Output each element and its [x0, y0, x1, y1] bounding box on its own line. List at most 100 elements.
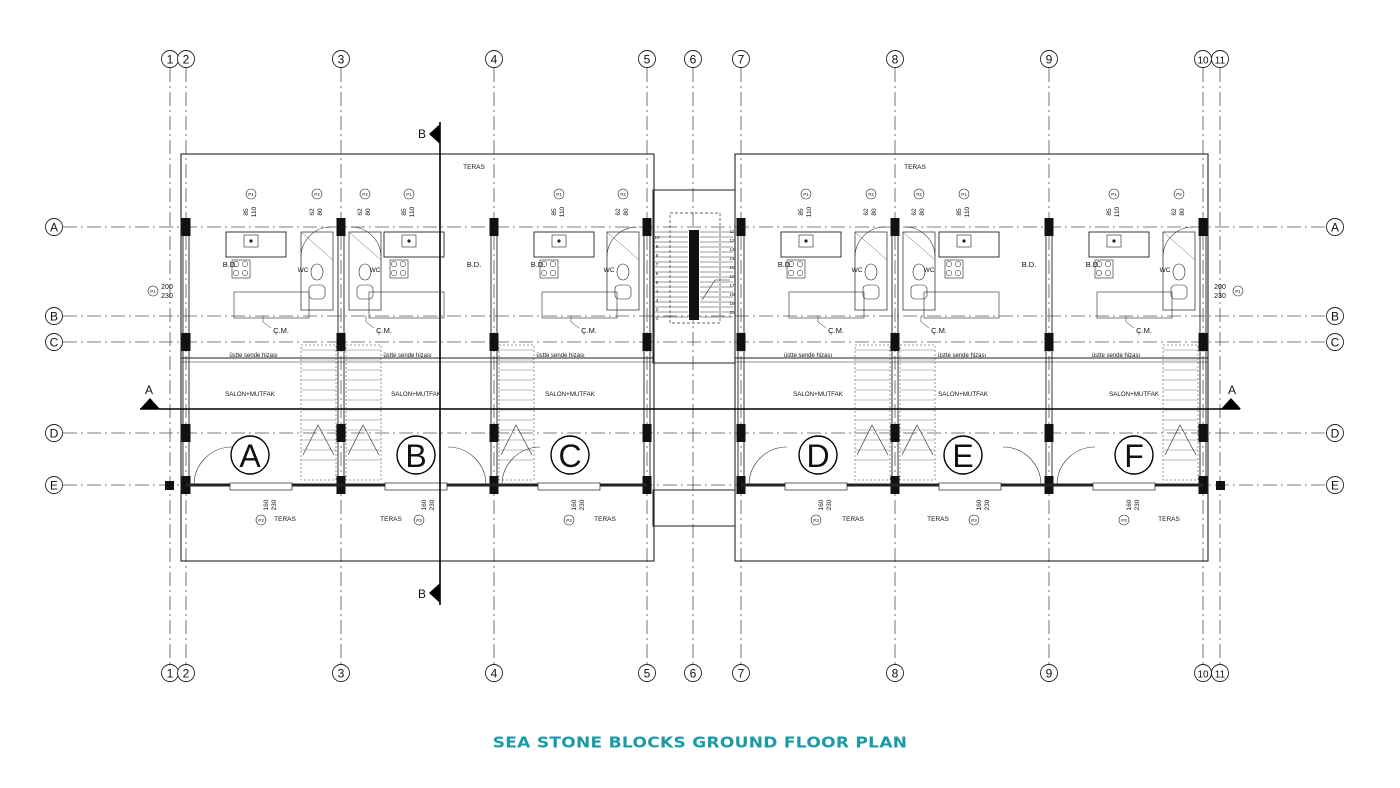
- unit-badge-F: [1114, 435, 1154, 475]
- front-width: 160: [421, 499, 428, 510]
- column-block: [642, 218, 652, 236]
- core-stair-number: 12: [729, 238, 735, 243]
- front-tag-label: P3: [416, 518, 422, 523]
- column-block: [736, 424, 746, 442]
- terrace-label: TERAS: [274, 516, 296, 523]
- window-width: 85: [551, 208, 558, 216]
- wc-room: [606, 231, 640, 311]
- wc-window-tag-label: P2: [620, 192, 626, 197]
- window-tag: [958, 188, 970, 200]
- section-arrow-left: [140, 398, 160, 409]
- bd-label: B.D.: [778, 260, 793, 269]
- column-block: [336, 218, 346, 236]
- burner: [390, 260, 398, 268]
- terrace-label: TERAS: [594, 516, 616, 523]
- drawing-caption: SEA STONE BLOCKS GROUND FLOOR PLAN: [492, 734, 908, 752]
- section-arrow-right: [1221, 398, 1241, 409]
- section-arrow-bottom: [429, 583, 440, 603]
- grid-bubble-9-bottom: [1040, 664, 1058, 682]
- core-outline: [652, 189, 736, 364]
- section-arrow-top: [429, 124, 440, 144]
- burner: [787, 269, 795, 277]
- kitchen-island: [1096, 291, 1173, 319]
- wc-window-tag: [617, 188, 629, 200]
- front-tag: [1118, 514, 1130, 526]
- grid-bubble-2-top: [177, 50, 195, 68]
- column-block: [1198, 333, 1208, 351]
- column-block: [1044, 218, 1054, 236]
- stair-chevron: [302, 424, 335, 456]
- wc-window-width: 62: [357, 208, 364, 216]
- front-tag-label: P3: [971, 518, 977, 523]
- upper-note-label: üstte sende hizası: [1092, 353, 1141, 359]
- unit-badge-E: [943, 435, 983, 475]
- wc-window-width: 62: [615, 208, 622, 216]
- grid-label-B: B: [1331, 310, 1339, 324]
- core-stair-number: 4: [656, 289, 659, 294]
- front-height: 230: [1134, 499, 1141, 510]
- core-stair-number: 15: [729, 265, 735, 270]
- window-height: 110: [559, 206, 566, 217]
- sink-drain: [407, 239, 411, 243]
- window-tag: [800, 188, 812, 200]
- grid-bubble-B-left: [45, 307, 63, 325]
- burner: [241, 260, 249, 268]
- front-window-1: [384, 482, 448, 491]
- upper-note-label: üstte sende hizası: [938, 353, 987, 359]
- burner: [390, 269, 398, 277]
- grid-bubble-D-left: [45, 424, 63, 442]
- column-block: [1198, 424, 1208, 442]
- side-tag-left-label: P1: [150, 289, 156, 294]
- section-label-b-bottom: B: [418, 587, 426, 601]
- side-tag-left: [147, 285, 159, 297]
- core-stair-number: 6: [656, 271, 659, 276]
- grid-bubble-C-left: [45, 333, 63, 351]
- column-block: [890, 218, 900, 236]
- grid-bubble-E-right: [1326, 476, 1344, 494]
- unit-stair: [345, 344, 382, 481]
- shower-diagonal: [606, 231, 640, 261]
- unit-letter-D: D: [806, 438, 829, 474]
- cm-leader: [365, 316, 375, 329]
- kitchen-island: [368, 291, 445, 319]
- window-height: 110: [1114, 206, 1121, 217]
- stair-chevron: [901, 424, 934, 456]
- wc-window-height: 80: [1179, 208, 1186, 216]
- window-tag-label: P1: [803, 192, 809, 197]
- wc-label: WC: [370, 267, 381, 274]
- column-block: [1198, 218, 1208, 236]
- kitchen-counter: [225, 231, 287, 258]
- grid-bubble-11-bottom: [1211, 664, 1229, 682]
- cooktop: [389, 259, 409, 279]
- cooktop: [231, 259, 251, 279]
- stair-chevron: [500, 424, 533, 456]
- section-label-b-top: B: [418, 127, 426, 141]
- wc-window-height: 80: [365, 208, 372, 216]
- window-height: 110: [964, 206, 971, 217]
- grid-label-C: C: [50, 336, 59, 350]
- column-block: [642, 424, 652, 442]
- grid-label-4: 4: [491, 53, 498, 67]
- cm-label: Ç.M.: [828, 326, 844, 335]
- window-height: 110: [251, 206, 258, 217]
- cm-leader: [1125, 316, 1135, 329]
- kitchen-counter: [780, 231, 842, 258]
- toilet: [864, 263, 878, 281]
- kitchen-counter: [938, 231, 1000, 258]
- balcony-door-swing: [350, 226, 382, 258]
- grid-bubble-E-left: [45, 476, 63, 494]
- grid-label-D: D: [1331, 427, 1340, 441]
- window-width: 85: [243, 208, 250, 216]
- front-window-3: [784, 482, 848, 491]
- stair-chevron: [1164, 424, 1197, 456]
- grid-label-B: B: [50, 310, 58, 324]
- grid-label-8: 8: [892, 53, 899, 67]
- grid-label-6: 6: [690, 53, 697, 67]
- grid-bubble-5-bottom: [638, 664, 656, 682]
- unit-stair: [899, 344, 936, 481]
- burner: [945, 260, 953, 268]
